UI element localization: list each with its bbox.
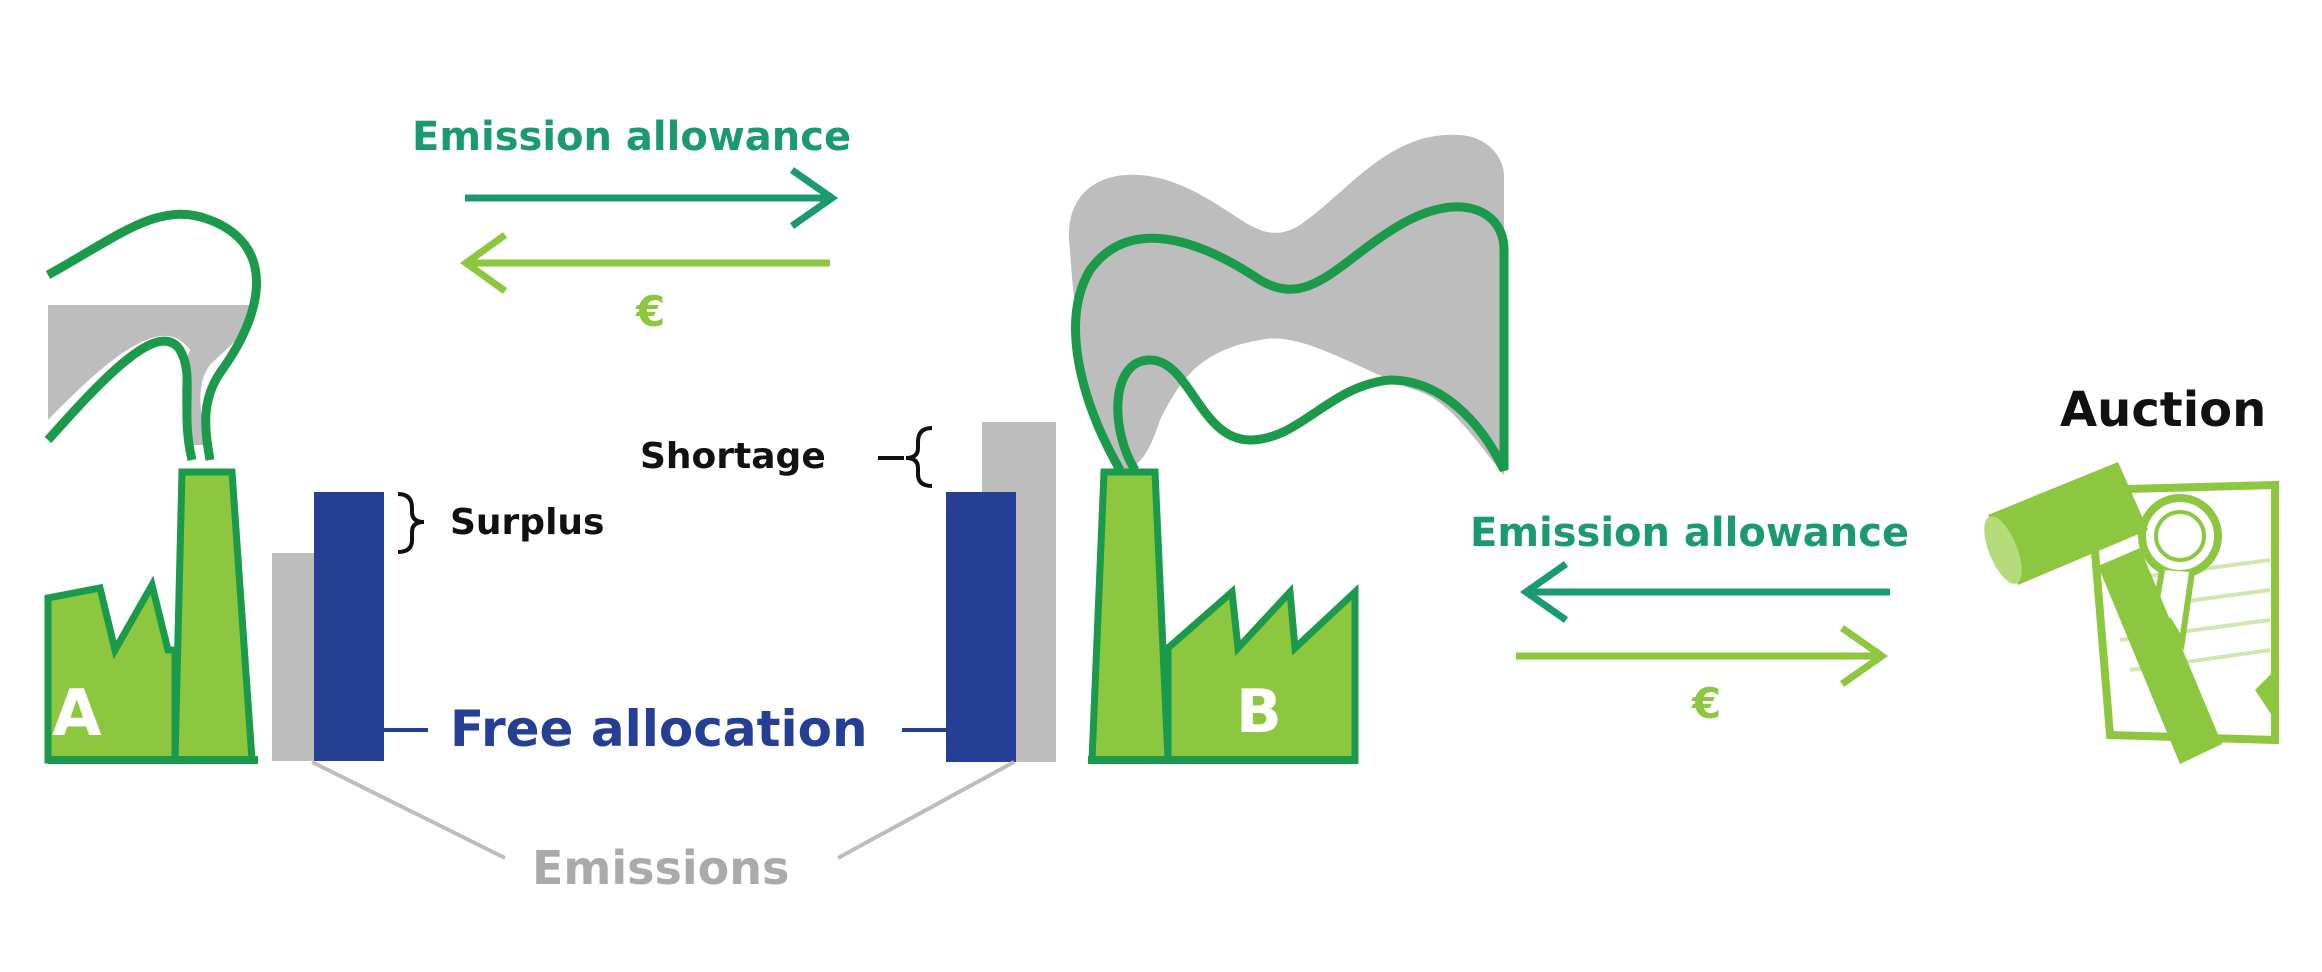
factory-a-smoke-outline <box>45 209 261 461</box>
certificate-seal-icon <box>2138 494 2222 578</box>
surplus-label: Surplus <box>450 502 604 543</box>
factory-a-emissions-bar <box>272 553 318 761</box>
euro-arrow-left-icon <box>459 232 830 294</box>
auction-gavel-icon <box>1984 462 2279 764</box>
shortage-bracket <box>905 426 933 488</box>
euro-arrow-right-icon <box>1516 625 1889 687</box>
emission-allowance-top-label: Emission allowance <box>412 114 851 160</box>
factory-a-building <box>44 575 179 764</box>
factory-a-smoke <box>48 305 255 445</box>
auction-label: Auction <box>2060 382 2266 438</box>
factory-b: B <box>1068 134 1509 764</box>
factory-a-chimney <box>171 468 256 764</box>
free-allocation-label: Free allocation <box>450 700 868 758</box>
euro-right-label: € <box>1691 679 1721 728</box>
allowance-arrow-right-icon <box>465 167 839 229</box>
factory-b-smoke-outline <box>1071 202 1509 473</box>
euro-top-label: € <box>635 287 665 336</box>
emissions-label: Emissions <box>532 841 789 895</box>
factory-a-allocation-bar <box>314 492 384 761</box>
factory-b-smoke <box>1068 134 1504 475</box>
emission-allowance-right-label: Emission allowance <box>1470 510 1909 556</box>
factory-b-building <box>1164 583 1359 764</box>
shortage-label: Shortage <box>640 436 826 477</box>
factory-b-allocation-bar <box>946 492 1016 762</box>
factory-a: A <box>44 209 261 764</box>
factory-b-label: B <box>1236 677 1282 747</box>
factory-a-label: A <box>52 677 102 751</box>
factory-b-chimney <box>1088 468 1172 764</box>
surplus-bracket <box>397 492 425 554</box>
allowance-arrow-left-icon <box>1519 561 1890 623</box>
